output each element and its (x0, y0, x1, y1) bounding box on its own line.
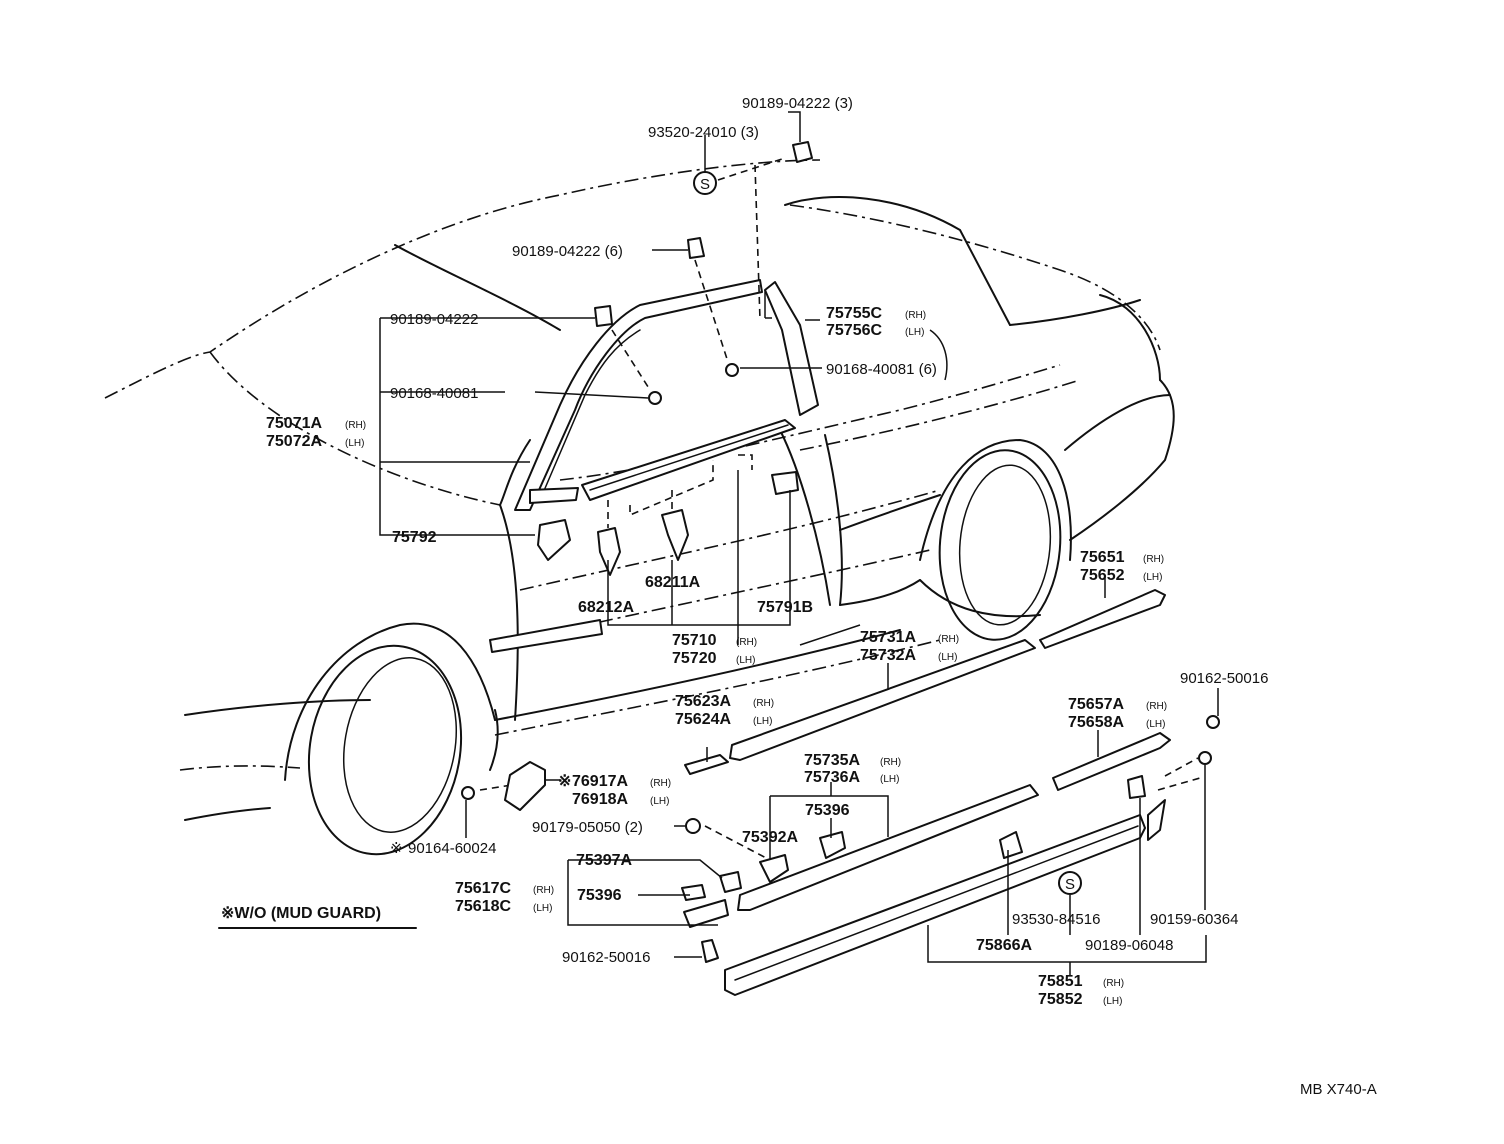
svg-text:(RH): (RH) (1146, 701, 1167, 712)
label-75731a: 75731A (860, 629, 916, 646)
car-body-outline (104, 159, 1175, 856)
label-75720: 75720 (672, 650, 717, 667)
door-moulding-75731a (729, 639, 1036, 761)
svg-text:(LH): (LH) (533, 903, 552, 914)
label-90164-60024: 90164-60024 (408, 840, 496, 857)
part-labels: 90189-04222 (3) 93520-24010 (3) 90189-04… (266, 95, 1268, 1008)
label-90189-04222-6: 90189-04222 (6) (512, 243, 623, 260)
label-93530-84516: 93530-84516 (1012, 911, 1100, 928)
svg-text:(RH): (RH) (650, 778, 671, 789)
label-90159-60364: 90159-60364 (1150, 911, 1238, 928)
svg-text:※W/O (MUD GUARD): ※W/O (MUD GUARD) (221, 905, 381, 922)
label-75710: 75710 (672, 632, 717, 649)
svg-text:S: S (700, 176, 710, 193)
svg-text:(LH): (LH) (345, 438, 364, 449)
label-75652: 75652 (1080, 567, 1125, 584)
door-frame-moulding-75071a (514, 279, 763, 511)
label-75657a: 75657A (1068, 696, 1124, 713)
label-90162-50016-top: 90162-50016 (1180, 670, 1268, 687)
svg-text:(RH): (RH) (938, 634, 959, 645)
label-90189-04222: 90189-04222 (390, 311, 478, 328)
svg-text:(RH): (RH) (880, 757, 901, 768)
label-75624a: 75624A (675, 711, 731, 728)
small-clips (461, 715, 1220, 963)
diagram-code: MB X740-A (1300, 1081, 1377, 1098)
label-90179-05050-2: 90179-05050 (2) (532, 819, 643, 836)
label-75851: 75851 (1038, 973, 1083, 990)
label-90168-40081-6: 90168-40081 (6) (826, 361, 937, 378)
rear-quarter-moulding-75657a (1052, 732, 1171, 791)
label-75397a: 75397A (576, 852, 632, 869)
pillar-garnish-75755c (764, 281, 819, 416)
svg-text:(RH): (RH) (753, 698, 774, 709)
label-75658a: 75658A (1068, 714, 1124, 731)
label-75651: 75651 (1080, 549, 1125, 566)
svg-text:(LH): (LH) (1146, 719, 1165, 730)
svg-text:(RH): (RH) (533, 885, 554, 896)
label-75396-top: 75396 (805, 802, 850, 819)
label-90162-50016-bot: 90162-50016 (562, 949, 650, 966)
label-75071a: 75071A (266, 415, 322, 432)
belt-moulding-75710 (581, 419, 796, 501)
label-75736a: 75736A (804, 769, 860, 786)
label-75755c: 75755C (826, 305, 882, 322)
label-75756c: 75756C (826, 322, 882, 339)
svg-text:(LH): (LH) (736, 655, 755, 666)
label-90189-04222-3: 90189-04222 (3) (742, 95, 853, 112)
svg-text:(LH): (LH) (650, 796, 669, 807)
label-75735a: 75735A (804, 752, 860, 769)
label-75618c: 75618C (455, 898, 511, 915)
label-68211a: 68211A (645, 574, 701, 591)
svg-text:(LH): (LH) (753, 716, 772, 727)
leader-lines (379, 111, 1219, 975)
label-68212a: 68212A (578, 599, 634, 616)
connection-lines (479, 157, 1201, 861)
svg-text:(LH): (LH) (938, 652, 957, 663)
label-93520-24010-3: 93520-24010 (3) (648, 124, 759, 141)
label-75866a: 75866A (976, 937, 1032, 954)
label-75791b: 75791B (757, 599, 813, 616)
svg-text:76917A: 76917A (572, 773, 628, 790)
svg-text:(RH): (RH) (736, 637, 757, 648)
svg-text:(RH): (RH) (1103, 978, 1124, 989)
label-75072a: 75072A (266, 433, 322, 450)
label-75792: 75792 (392, 529, 437, 546)
label-76918a: 76918A (572, 791, 628, 808)
svg-text:(RH): (RH) (345, 420, 366, 431)
label-75623a: 75623A (675, 693, 731, 710)
label-76917a: ※ (558, 773, 571, 790)
label-75852: 75852 (1038, 991, 1083, 1008)
label-90168-40081: 90168-40081 (390, 385, 478, 402)
svg-text:(LH): (LH) (880, 774, 899, 785)
svg-text:(LH): (LH) (1143, 572, 1162, 583)
label-90164-60024-mark: ※ (390, 840, 403, 857)
svg-text:S: S (1065, 876, 1075, 893)
front-door-moulding-end-75623a (684, 754, 729, 775)
rear-wheel-opening-moulding-75651 (1039, 589, 1166, 649)
clip-icon (537, 141, 813, 576)
label-75732a: 75732A (860, 647, 916, 664)
rear-door-moulding-75735a (737, 784, 1039, 911)
label-75392a: 75392A (742, 829, 798, 846)
front-fender-moulding-75617c (683, 899, 729, 928)
label-75617c: 75617C (455, 880, 511, 897)
mud-guard-note: ※W/O (MUD GUARD) (218, 905, 417, 929)
svg-text:(LH): (LH) (1103, 996, 1122, 1007)
label-90189-06048: 90189-06048 (1085, 937, 1173, 954)
label-75396-bot: 75396 (577, 887, 622, 904)
mud-guard-76917a (504, 761, 546, 811)
svg-text:(RH): (RH) (905, 310, 926, 321)
s-mark: S S (693, 171, 1082, 895)
screw-icon (648, 363, 739, 405)
svg-text:(RH): (RH) (1143, 554, 1164, 565)
svg-text:(LH): (LH) (905, 327, 924, 338)
